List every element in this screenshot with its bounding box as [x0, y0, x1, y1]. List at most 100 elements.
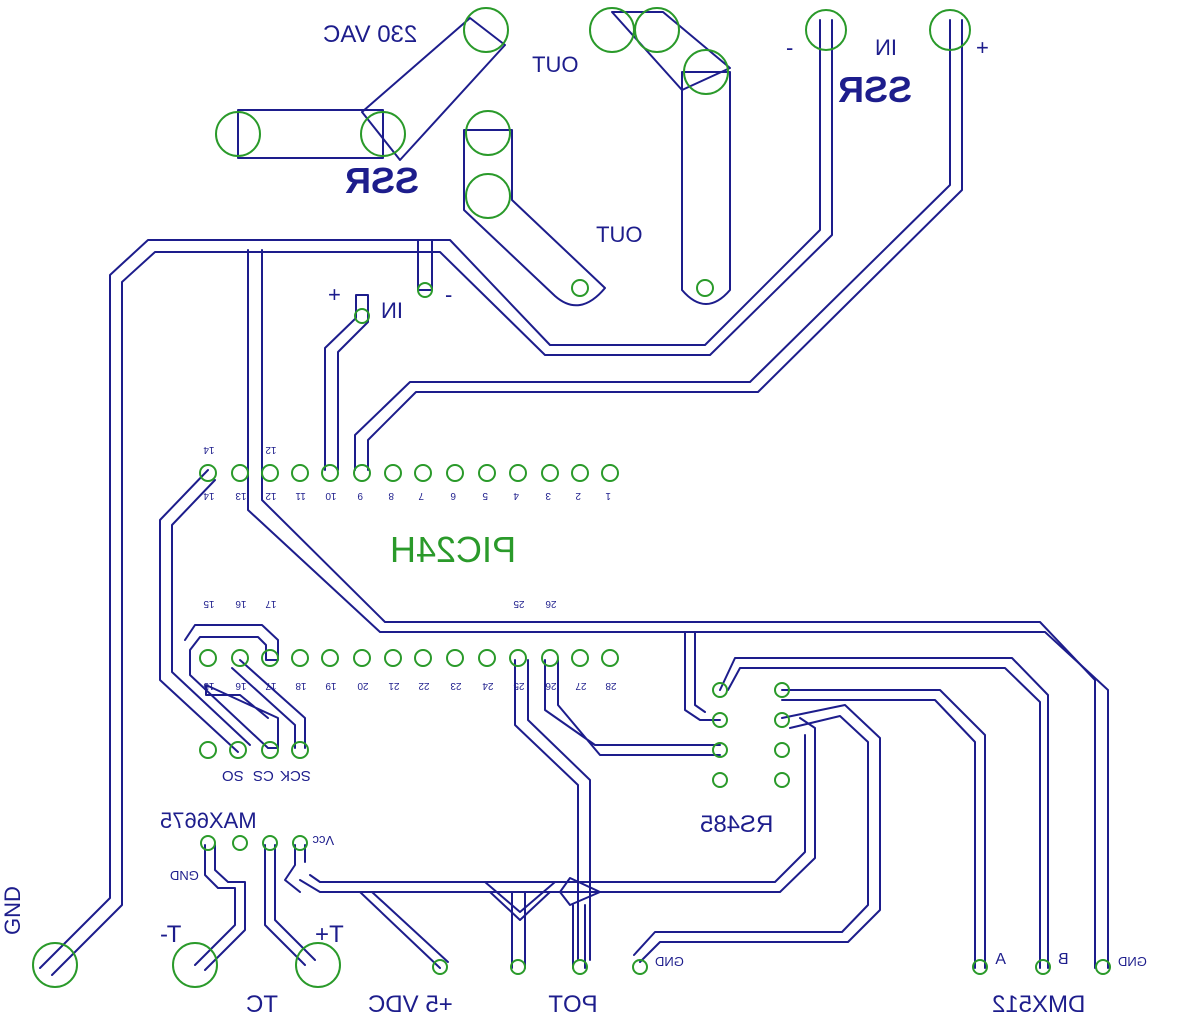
pic-top-pin-12: 12: [265, 490, 277, 501]
pic-top-pin-1: 1: [605, 490, 611, 501]
pad-out-5: [465, 173, 511, 219]
pic-top-pin-mark-12: 12: [265, 444, 277, 455]
trace-dmx-a: [719, 657, 1049, 969]
trace-rs485-b: [544, 659, 721, 756]
pic-bottom-pin-17: 17: [265, 680, 277, 691]
pic-top-pin-7: 7: [418, 490, 424, 501]
trace-rs485-a: [514, 659, 591, 961]
label-pot: POT: [548, 991, 598, 1018]
trace-gnd-long-b: [51, 19, 833, 976]
trace-dmx-b: [781, 689, 986, 969]
label-t-minus: T-: [160, 921, 181, 948]
pad-out-2: [634, 7, 680, 53]
trace-pin12-bus: [247, 249, 1109, 969]
pic-bottom-pin-mark-25: 25: [513, 598, 525, 609]
pad-ssr-in-plus: [354, 308, 370, 324]
label-minus-top: -: [786, 35, 793, 60]
trace-5vdc: [359, 891, 449, 969]
pic-bottom-pin-mark-15: 15: [203, 598, 215, 609]
pad-ssr-in-minus: [417, 282, 433, 298]
pad-dmx-gnd: [1095, 959, 1111, 975]
trace-plus-in-b: [367, 19, 963, 471]
label-in-small: IN: [381, 298, 403, 323]
label-dmx-a: A: [995, 951, 1006, 968]
label-in-top: IN: [875, 35, 897, 60]
label-gnd-left: GND: [0, 886, 25, 935]
trace-max-vcc-pin: [284, 844, 306, 893]
label-max-gnd: GND: [170, 868, 199, 883]
pad-pot-2: [572, 959, 588, 975]
trace-max-so: [184, 624, 279, 749]
pic-top-pin-2: 2: [575, 490, 581, 501]
pic-bottom-pin-28: 28: [605, 680, 617, 691]
trace-ssr-left: [237, 109, 384, 159]
labels: 230 VAC SSR OUT OUT SSR IN - + + IN - PI…: [0, 21, 1147, 1018]
pic-bottom-pin-16: 16: [235, 680, 247, 691]
pic-bottom-pin-27: 27: [575, 680, 587, 691]
label-vac: 230 VAC: [323, 21, 417, 48]
label-pot-gnd: GND: [655, 954, 684, 969]
trace-rs485-bus: [684, 631, 721, 721]
pic-bottom-pin-mark-16: 16: [235, 598, 247, 609]
pad-out-3: [683, 49, 729, 95]
label-dmx-b: B: [1058, 951, 1069, 968]
pic-top-pin-11: 11: [295, 490, 306, 501]
trace-minus-small: [417, 239, 433, 291]
pic-bottom-pin-mark-17: 17: [265, 598, 277, 609]
pad-pot-1: [510, 959, 526, 975]
trace-gnd-long: [39, 19, 821, 969]
trace-out-mid: [463, 129, 606, 307]
pic-top-pin-3: 3: [545, 490, 551, 501]
pic-top-pin-6: 6: [450, 490, 456, 501]
trace-pin14: [159, 469, 251, 753]
trace-max-gnd: [194, 844, 246, 971]
pad-out-mid: [571, 279, 589, 297]
trace-vac: [361, 17, 506, 161]
label-tc: TC: [246, 991, 278, 1018]
pic-bottom-pin-20: 20: [357, 680, 369, 691]
label-plus-top: +: [976, 35, 989, 60]
label-out-mid: OUT: [596, 222, 642, 247]
label-pic: PIC24H: [390, 529, 516, 570]
pic-bottom-pin-21: 21: [388, 680, 400, 691]
pad-vac-1: [463, 7, 509, 53]
trace-pot-wiper: [484, 881, 556, 969]
trace-plus-in: [354, 19, 951, 471]
pic-bottom-pin-19: 19: [325, 680, 337, 691]
trace-ssr-in: [324, 294, 369, 471]
pad-dmx-b: [1035, 959, 1051, 975]
label-out-top: OUT: [532, 52, 578, 77]
pic-top-pin-5: 5: [482, 490, 488, 501]
pic-top-pin-14: 14: [203, 490, 215, 501]
label-minus-small: -: [445, 282, 452, 307]
pad-out-4: [465, 110, 511, 156]
pad-vac-3: [360, 111, 406, 157]
trace-pot-gnd: [633, 704, 881, 963]
label-max-so: SO: [222, 767, 244, 784]
trace-out-top-long: [681, 71, 731, 305]
label-ssr-right: SSR: [838, 69, 912, 110]
pic-top-pin-9: 9: [357, 490, 363, 501]
pic-top-row: [199, 464, 619, 482]
trace-vcc-bus: [299, 717, 816, 893]
pic-bottom-pin-25: 25: [513, 680, 525, 691]
pad-ssr-minus: [805, 9, 847, 51]
pad-pot-gnd: [632, 959, 648, 975]
pic-bottom-pin-18: 18: [295, 680, 307, 691]
pad-ssr-plus: [929, 9, 971, 51]
label-max-sck: SCK: [280, 767, 311, 784]
label-t-plus: T+: [315, 921, 344, 948]
pads: [32, 7, 1111, 988]
pic-bottom-pin-22: 22: [418, 680, 430, 691]
pic-bottom-pin-23: 23: [450, 680, 462, 691]
label-max-vcc: Vcc: [312, 833, 334, 848]
trace-max-tplus: [264, 844, 316, 966]
pic-top-pin-4: 4: [513, 490, 519, 501]
pad-dmx-a: [972, 959, 988, 975]
label-ssr-left: SSR: [345, 160, 419, 201]
label-plus-small: +: [328, 282, 341, 307]
label-dmx-gnd: GND: [1118, 954, 1147, 969]
